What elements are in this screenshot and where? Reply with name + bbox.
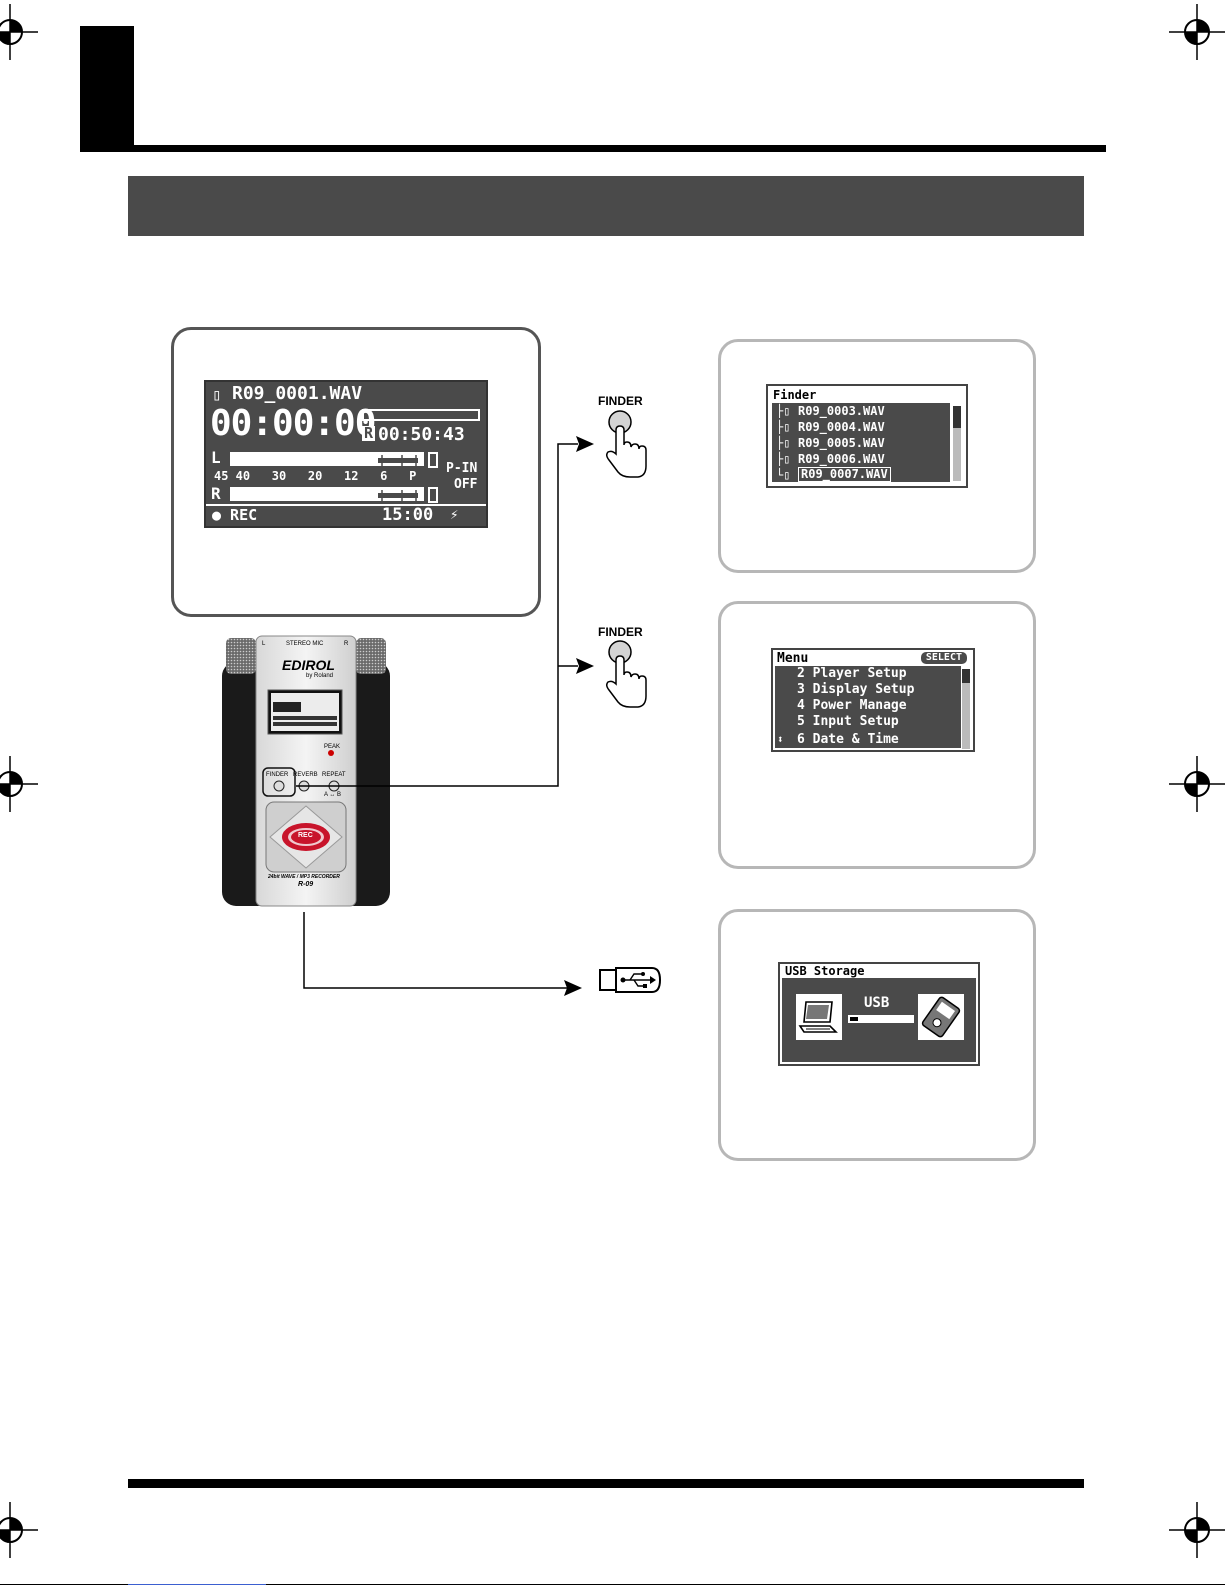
menu-item[interactable]: 2 Player Setup (797, 666, 907, 681)
file-icon: ▯ (212, 385, 222, 404)
clock: 15:00 (382, 505, 434, 525)
device-model-desc: 24bit WAVE / MP3 RECORDER (268, 874, 340, 880)
finder-title: Finder (773, 388, 817, 402)
select-badge: SELECT (920, 652, 967, 664)
menu-item[interactable]: 6 Date & Time (797, 732, 899, 747)
finder-tree-icon: ├▯ (776, 420, 791, 434)
list-item[interactable]: R09_0005.WAV (798, 436, 885, 450)
device-mic-label: STEREO MIC (286, 641, 324, 647)
device-finder-label: FINDER (266, 772, 289, 778)
main-screen-lcd: ▯ R09_0001.WAV 00:00:00 R 00:50:43 L 45 … (204, 380, 488, 528)
usb-title: USB Storage (785, 964, 865, 978)
registration-mark-icon (0, 1502, 38, 1558)
usb-progress-bar (848, 1015, 914, 1023)
device-repeat-label: REPEAT (322, 772, 346, 778)
device-brand-sub: by Roland (306, 673, 334, 679)
menu-item[interactable]: 4 Power Manage (797, 698, 907, 713)
computer-icon (796, 994, 842, 1040)
footer-rule (128, 1479, 1084, 1488)
registration-mark-icon (1169, 4, 1225, 60)
finder-tree-icon: ├▯ (776, 404, 791, 418)
device-peak-label: PEAK (324, 744, 341, 750)
pin-value: OFF (454, 477, 478, 492)
usb-plug-icon (599, 967, 662, 993)
usb-progress-fill (850, 1017, 858, 1021)
list-item[interactable]: R09_0004.WAV (798, 420, 885, 434)
finder-scrollbar[interactable] (952, 405, 962, 482)
menu-list: 2 Player Setup 3 Display Setup 4 Power M… (775, 666, 961, 750)
finder-button-label-2: FINDER (598, 625, 643, 639)
usb-label: USB (864, 995, 890, 1011)
device-rec-label: REC (298, 832, 313, 839)
usb-body: USB (782, 978, 976, 1062)
device-mic-l: L (262, 641, 266, 647)
remain-time: 00:50:43 (378, 424, 465, 445)
finger-press-icon[interactable] (596, 638, 652, 710)
finder-button-label-1: FINDER (598, 394, 643, 408)
registration-mark-icon (1169, 756, 1225, 812)
registration-mark-icon (0, 756, 38, 812)
header-rule (80, 145, 1106, 152)
registration-mark-icon (0, 4, 38, 60)
chapter-tab (80, 26, 134, 152)
right-channel-label: R (211, 484, 221, 503)
right-level-meter (230, 487, 424, 501)
menu-highlight-line (775, 748, 961, 750)
list-item[interactable]: R09_0003.WAV (798, 404, 885, 418)
left-channel-label: L (211, 448, 221, 467)
finder-tree-icon: ├▯ (776, 452, 791, 466)
usb-screen-lcd: USB Storage USB (778, 962, 980, 1066)
list-item[interactable]: R09_0006.WAV (798, 452, 885, 466)
meter-segment-marks (378, 455, 418, 501)
device-brand: EDIROL (282, 657, 335, 673)
menu-screen-lcd: Menu SELECT 2 Player Setup 3 Display Set… (771, 648, 975, 752)
menu-item[interactable]: 5 Input Setup (797, 714, 899, 729)
finder-screen-lcd: Finder ├▯ R09_0003.WAV ├▯ R09_0004.WAV ├… (766, 384, 968, 488)
finder-tree-icon: ├▯ (776, 436, 791, 450)
updown-icon: ⬍ (777, 733, 784, 746)
right-peak-box (428, 487, 438, 503)
status-divider (206, 504, 486, 506)
finder-file-list: ├▯ R09_0003.WAV ├▯ R09_0004.WAV ├▯ R09_0… (772, 403, 950, 482)
menu-title: Menu (777, 651, 809, 666)
left-peak-box (428, 452, 438, 468)
device-model: R-09 (298, 881, 314, 888)
pin-label: P-IN (446, 461, 478, 476)
main-filename: R09_0001.WAV (232, 383, 363, 404)
menu-scrollbar[interactable] (961, 668, 971, 750)
remain-icon: R (362, 424, 376, 442)
section-title-bar (128, 176, 1084, 236)
recorder-icon (918, 994, 964, 1040)
menu-item[interactable]: 3 Display Setup (797, 682, 915, 697)
position-bar (362, 409, 480, 421)
registration-mark-icon (1169, 1502, 1225, 1558)
list-item-selected[interactable]: R09_0007.WAV (798, 467, 891, 482)
main-counter: 00:00:00 (210, 403, 376, 444)
device-reverb-label: REVERB (293, 772, 318, 778)
device-repeat-sub: A ↔ B (324, 792, 342, 798)
finger-press-icon[interactable] (596, 408, 652, 480)
rec-status: ● REC (212, 506, 258, 524)
left-level-meter (230, 452, 424, 466)
power-adapter-icon: ⚡ (450, 507, 459, 523)
recorder-device-illustration (222, 635, 390, 907)
finder-tree-icon: └▯ (776, 468, 791, 482)
meter-scale: 45 40 30 20 12 6 P (214, 469, 417, 483)
device-mic-r: R (344, 641, 349, 647)
